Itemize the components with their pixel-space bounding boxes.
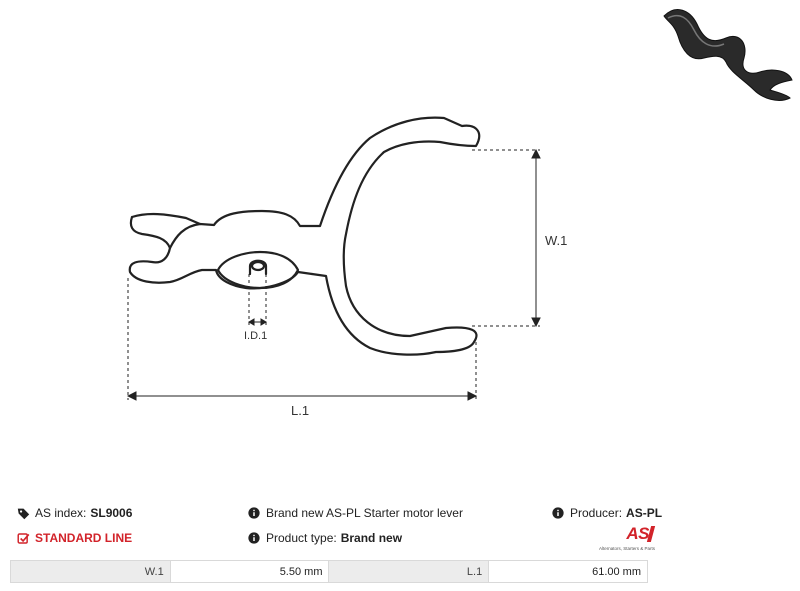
product-description: Brand new AS-PL Starter motor lever [247,503,463,523]
product-thumbnail [663,9,793,101]
as-index: AS index: SL9006 [16,503,132,523]
as-index-label: AS index: [35,506,87,520]
info-icon [247,506,261,520]
dimensions-table: W.1 5.50 mm L.1 61.00 mm [10,560,648,583]
tag-icon [16,506,30,520]
dimension-value-cell: 61.00 mm [488,560,648,583]
width-dimension-label: W.1 [545,233,567,248]
dimension-lines [126,148,541,401]
check-square-icon [16,531,30,545]
info-icon [247,531,261,545]
product-line: STANDARD LINE [16,528,132,548]
brand-logo-tagline: Alternators, Starters & Parts [598,546,655,551]
table-row: W.1 5.50 mm L.1 61.00 mm [10,560,648,583]
as-index-value: SL9006 [90,506,133,520]
product-type-value: Brand new [340,531,403,545]
lever-outline [128,116,481,356]
dimension-label-cell: W.1 [10,560,171,583]
technical-drawing: W.1 I.D.1 L.1 [126,9,793,418]
producer: Producer: AS-PL [551,503,662,523]
product-description-text: Brand new AS-PL Starter motor lever [266,506,463,520]
product-type-label: Product type: [266,531,337,545]
producer-value: AS-PL [626,506,663,520]
info-row-secondary: STANDARD LINE Product type: Brand new [0,528,800,548]
info-row-primary: AS index: SL9006 Brand new AS-PL Starter… [0,503,800,523]
info-icon [551,506,565,520]
inner-diameter-dimension-label: I.D.1 [244,330,267,342]
product-type: Product type: Brand new [247,528,402,548]
product-line-label: STANDARD LINE [35,531,133,545]
brand-logo: AS Alternators, Starters & Parts [585,524,656,554]
producer-label: Producer: [570,506,623,520]
dimension-value-cell: 5.50 mm [169,560,330,583]
dimension-label-cell: L.1 [328,560,490,583]
length-dimension-label: L.1 [291,403,309,418]
brand-logo-text: AS [626,524,649,543]
